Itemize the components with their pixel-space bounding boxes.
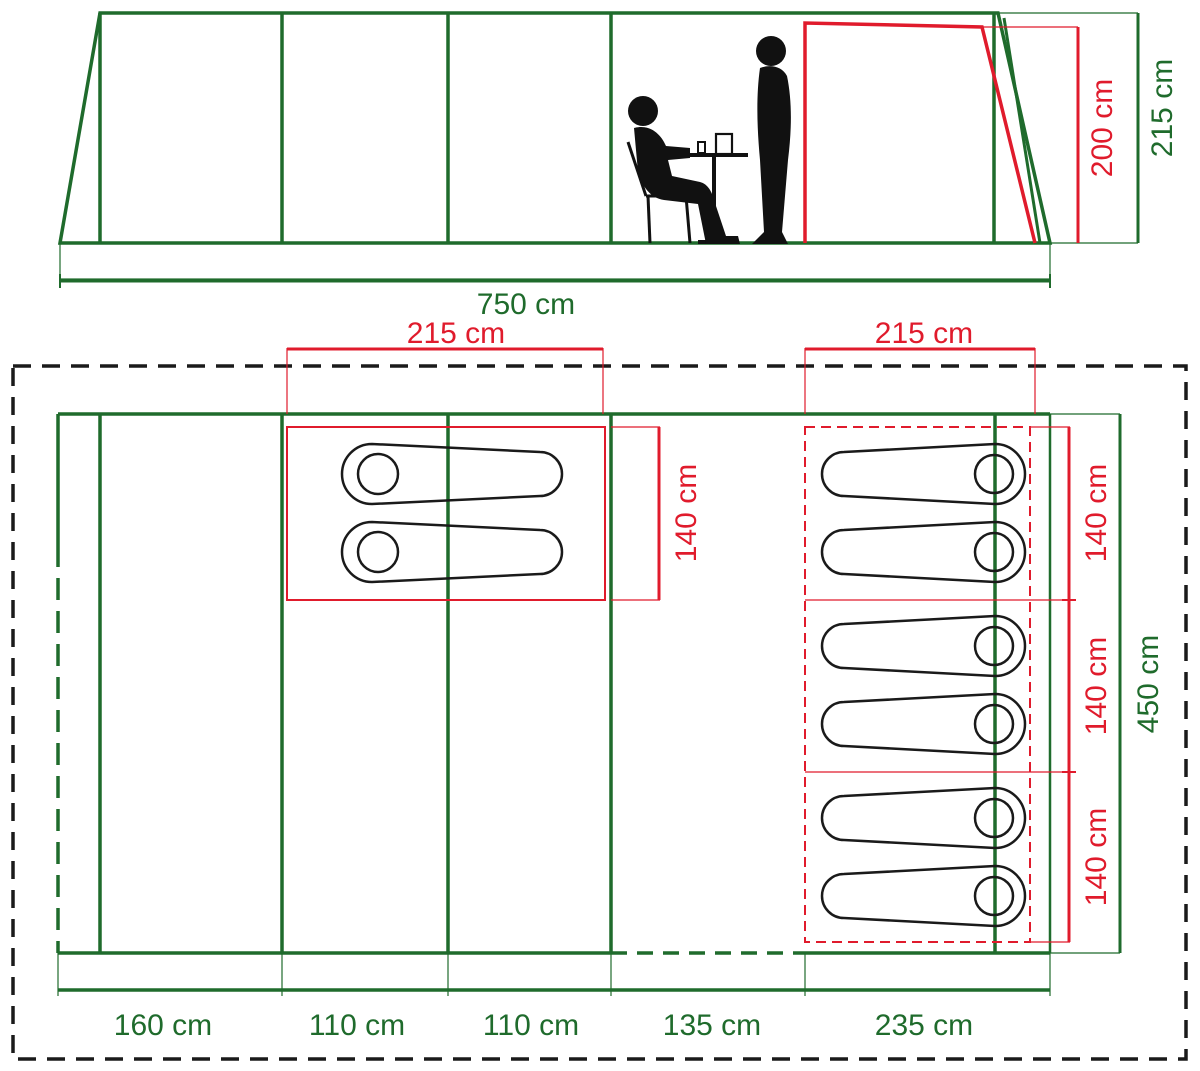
section-label-1: 160 cm — [114, 1009, 212, 1042]
right-bay-depth-label-3: 140 cm — [1080, 808, 1113, 906]
sleeping-bag-left-2 — [340, 520, 564, 584]
left-bedroom-outline — [286, 426, 606, 601]
left-bedroom-width-label: 215 cm — [407, 317, 505, 350]
right-bay-depth-label-2: 140 cm — [1080, 637, 1113, 735]
section-label-2: 110 cm — [309, 1009, 405, 1042]
floor-plan: 160 cm 110 cm 110 cm 135 cm 235 cm 450 c… — [11, 317, 1188, 1061]
sleeping-bag-right-3 — [820, 614, 1027, 678]
left-bedroom: 215 cm 140 cm — [286, 317, 703, 601]
right-bay-depth-label-1: 140 cm — [1080, 464, 1113, 562]
side-view: 750 cm 215 cm 200 cm — [57, 11, 1179, 321]
standing-person-icon — [752, 36, 791, 244]
total-width-label: 450 cm — [1132, 635, 1165, 733]
inner-height-label: 200 cm — [1086, 79, 1119, 177]
right-bedroom-outline — [804, 426, 1031, 943]
section-label-4: 135 cm — [663, 1009, 761, 1042]
inner-cabin-outline — [803, 21, 1037, 244]
sleeping-bag-left-1 — [340, 442, 564, 506]
total-height-label: 215 cm — [1146, 59, 1179, 157]
tent-side-profile — [57, 11, 1053, 245]
sleeping-bag-right-5 — [820, 786, 1027, 850]
sleeping-bag-right-4 — [820, 692, 1027, 756]
seated-person-icon — [628, 96, 740, 244]
total-length-label: 750 cm — [477, 288, 575, 321]
section-label-3: 110 cm — [483, 1009, 579, 1042]
sleeping-bag-right-6 — [820, 864, 1027, 928]
bottom-strip-ticks — [57, 953, 1051, 996]
sleeping-bag-right-1 — [820, 442, 1027, 506]
right-bedroom-depth-ticks — [1062, 599, 1076, 773]
footprint-outline — [11, 364, 1188, 1061]
section-label-5: 235 cm — [875, 1009, 973, 1042]
left-bedroom-depth-label: 140 cm — [670, 464, 703, 562]
sleeping-bag-right-2 — [820, 520, 1027, 584]
right-bedroom-width-label: 215 cm — [875, 317, 973, 350]
canopy-slope — [1002, 17, 1042, 244]
right-bedroom: 215 cm 140 cm 140 cm 140 cm — [804, 317, 1113, 943]
tent-base-strip — [59, 242, 1051, 280]
